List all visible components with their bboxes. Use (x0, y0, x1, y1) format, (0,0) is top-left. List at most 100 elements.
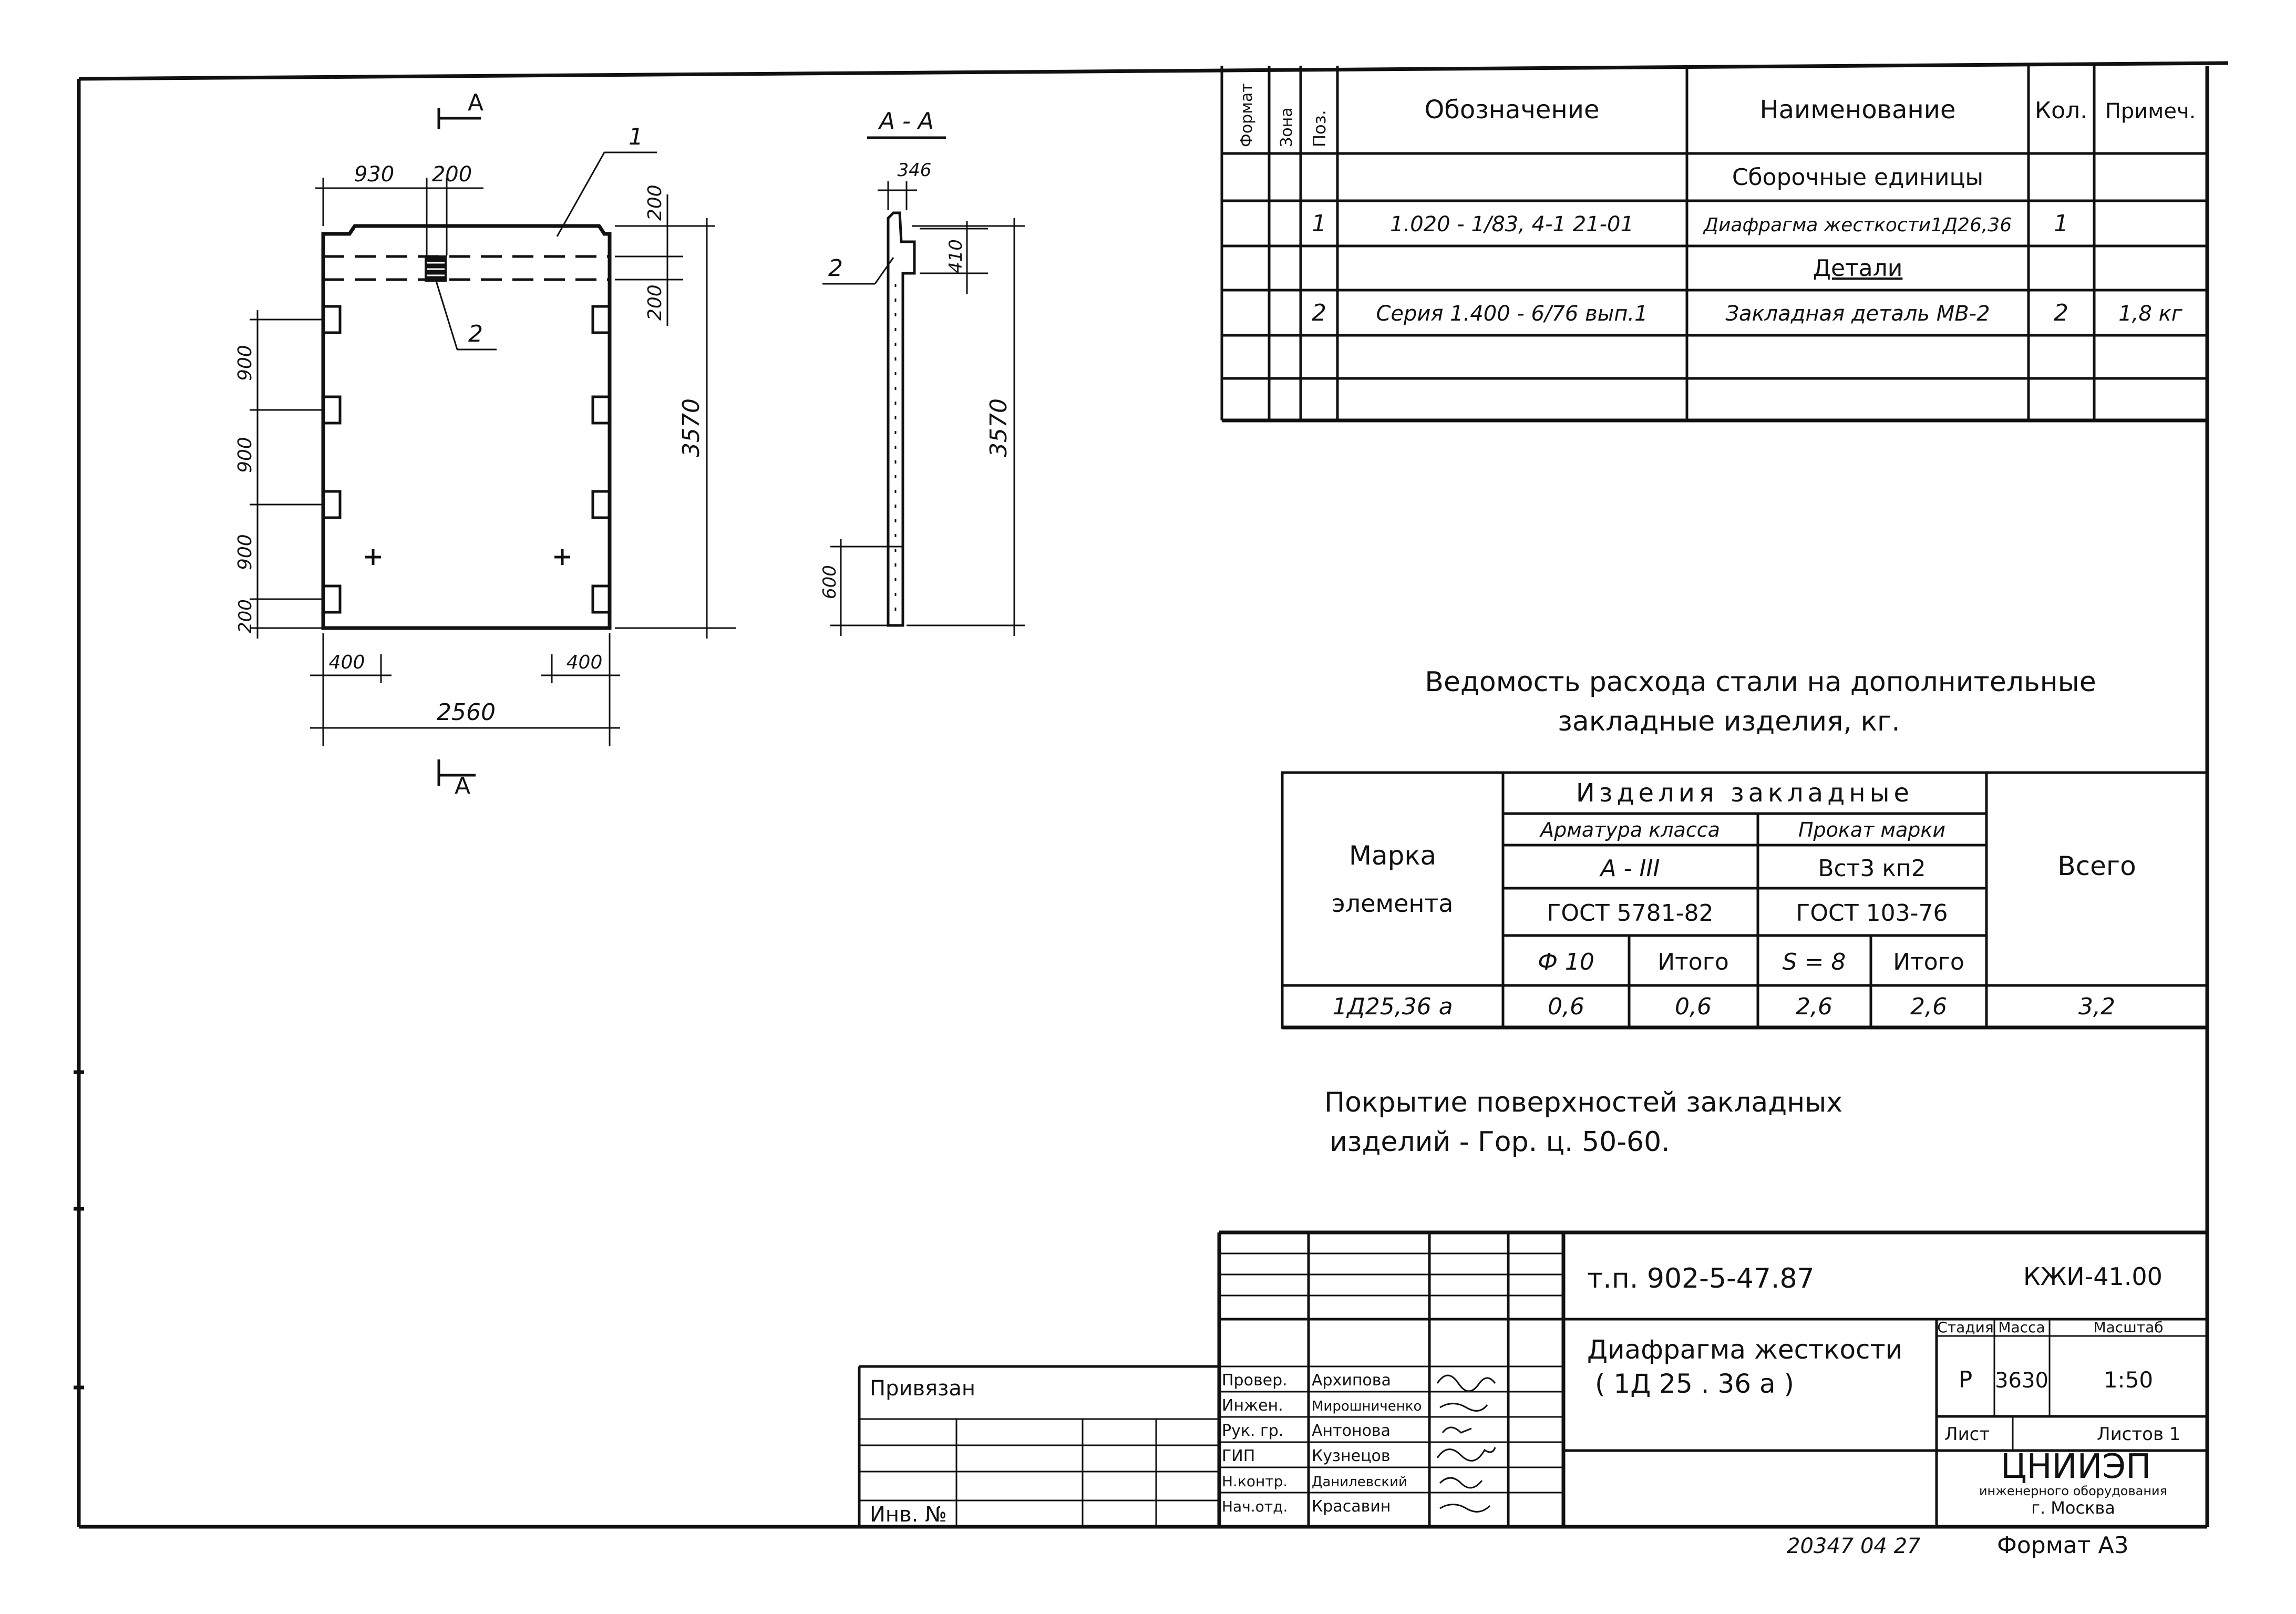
dim-410: 410 (945, 239, 966, 273)
row2-designation: Серия 1.400 - 6/76 вып.1 (1376, 302, 1648, 326)
dim-200-right-b: 200 (644, 284, 666, 321)
org-city: г. Москва (2031, 1498, 2115, 1518)
col-mark-2: элемента (1332, 889, 1453, 918)
sheet-frame (74, 61, 2229, 1529)
dim-3570-plan: 3570 (678, 398, 705, 457)
name-6: Красавин (1312, 1497, 1391, 1516)
dim-930: 930 (354, 162, 394, 187)
rebar-class-label: Арматура класса (1539, 818, 1720, 841)
dim-900-c: 900 (234, 534, 256, 570)
role-4: ГИП (1222, 1447, 1255, 1465)
row-s8: 2,6 (1796, 993, 1832, 1020)
coating-note-1: Покрытие поверхностей закладных (1324, 1087, 1842, 1118)
sheets-label: Листов 1 (2097, 1424, 2180, 1445)
row1-pos: 1 (1312, 210, 1326, 237)
row-total: 3,2 (2078, 993, 2115, 1020)
dim-346: 346 (898, 160, 932, 181)
stage-value: Р (1959, 1366, 1973, 1393)
scale-label: Масштаб (2093, 1319, 2163, 1336)
dim-3570-section: 3570 (985, 398, 1012, 457)
dim-900-a: 900 (234, 345, 256, 381)
group-header: Изделия закладные (1576, 778, 1913, 808)
role-6: Нач.отд. (1222, 1498, 1288, 1515)
section-leader-2: 2 (828, 255, 843, 282)
coating-note-2: изделий - Гор. ц. 50-60. (1330, 1126, 1670, 1158)
row2-qty: 2 (2054, 300, 2068, 326)
org-sub: инженерного оборудования (1979, 1484, 2167, 1498)
statement-title-1: Ведомость расхода стали на дополнительны… (1425, 666, 2096, 698)
signature-3 (1442, 1426, 1472, 1434)
dim-900-b: 900 (234, 437, 256, 473)
section-assembly-units: Сборочные единицы (1732, 164, 1983, 191)
scale-value: 1:50 (2104, 1367, 2153, 1393)
header-pos: Поз. (1310, 110, 1330, 147)
mass-value: 3630 (1995, 1369, 2048, 1393)
row-rolled-total: 2,6 (1910, 993, 1947, 1020)
rebar-sub-total: Итого (1657, 949, 1729, 975)
signature-6 (1439, 1504, 1491, 1513)
row2-note: 1,8 кг (2118, 302, 2182, 326)
dim-400-left: 400 (329, 652, 365, 673)
rebar-sub-phi10: Ф 10 (1538, 949, 1594, 975)
role-1: Провер. (1222, 1371, 1288, 1390)
dim-200-bottom-left: 200 (235, 599, 256, 633)
inv-label: Инв. № (870, 1503, 947, 1527)
dim-400-right: 400 (567, 652, 603, 673)
leader-label-2: 2 (468, 321, 483, 347)
rebar-class: А - III (1599, 855, 1660, 882)
dim-200-top: 200 (432, 162, 472, 187)
role-2: Инжен. (1222, 1396, 1283, 1415)
title-line-2: ( 1Д 25 . 36 а ) (1595, 1369, 1794, 1399)
name-4: Кузнецов (1312, 1447, 1391, 1465)
rebar-gost: ГОСТ 5781-82 (1547, 900, 1714, 927)
signature-5 (1439, 1477, 1483, 1489)
rolled-grade: Вст3 кп2 (1818, 855, 1926, 882)
leader-label-1: 1 (629, 124, 643, 150)
header-designation: Обозначение (1424, 95, 1599, 125)
rolled-label: Прокат марки (1798, 818, 1945, 841)
row1-name: Диафрагма жесткости1Д26,36 (1703, 214, 2012, 236)
steel-statement: Ведомость расхода стали на дополнительны… (1281, 666, 2209, 1030)
role-5: Н.контр. (1222, 1473, 1288, 1490)
row2-pos: 2 (1312, 300, 1326, 326)
name-3: Антонова (1312, 1422, 1391, 1440)
title-block: Привязан Инв. № Провер. Архипова Инжен. … (858, 1230, 2207, 1527)
linked-label: Привязан (870, 1376, 975, 1401)
header-zone: Зона (1278, 107, 1296, 147)
doc-number: т.п. 902-5-47.87 (1587, 1263, 1815, 1294)
col-mark-1: Марка (1349, 840, 1436, 871)
row1-qty: 1 (2054, 210, 2068, 237)
stage-label: Стадия (1937, 1319, 1993, 1336)
rolled-gost: ГОСТ 103-76 (1796, 900, 1948, 927)
row-mark: 1Д25,36 а (1332, 993, 1453, 1020)
dim-600: 600 (819, 565, 840, 599)
section-mark-bottom: А (455, 773, 470, 799)
mass-label: Масса (1998, 1319, 2045, 1336)
header-format: Формат (1238, 83, 1256, 147)
col-total: Всего (2057, 851, 2136, 881)
signature-2 (1439, 1403, 1488, 1412)
row-rebar-total: 0,6 (1675, 993, 1712, 1020)
header-note: Примеч. (2105, 99, 2196, 124)
name-2: Мирошниченко (1312, 1399, 1422, 1414)
rolled-sub-total: Итого (1893, 949, 1964, 975)
role-3: Рук. гр. (1222, 1422, 1283, 1440)
header-name: Наименование (1759, 95, 1955, 125)
statement-title-2: закладные изделия, кг. (1558, 706, 1900, 737)
row1-designation: 1.020 - 1/83, 4-1 21-01 (1390, 212, 1634, 237)
spec-table: Формат Зона Поз. Обозначение Наименовани… (1220, 66, 2207, 423)
rolled-sub-s8: S = 8 (1783, 949, 1846, 975)
title-line-1: Диафрагма жесткости (1587, 1334, 1902, 1365)
section-mark-top: А (468, 89, 483, 116)
signature-4 (1436, 1447, 1496, 1462)
name-5: Данилевский (1312, 1474, 1407, 1490)
row-phi10: 0,6 (1548, 993, 1584, 1020)
row2-name: Закладная деталь МВ-2 (1725, 302, 1990, 326)
section-drawing: А - А 346 410 3570 600 2 (819, 108, 1025, 636)
org-name: ЦНИИЭП (2001, 1447, 2151, 1486)
dim-2560: 2560 (437, 699, 496, 726)
sheet-code: КЖИ-41.00 (2023, 1262, 2163, 1291)
header-qty: Кол. (2035, 97, 2087, 124)
section-details: Детали (1813, 255, 1903, 282)
